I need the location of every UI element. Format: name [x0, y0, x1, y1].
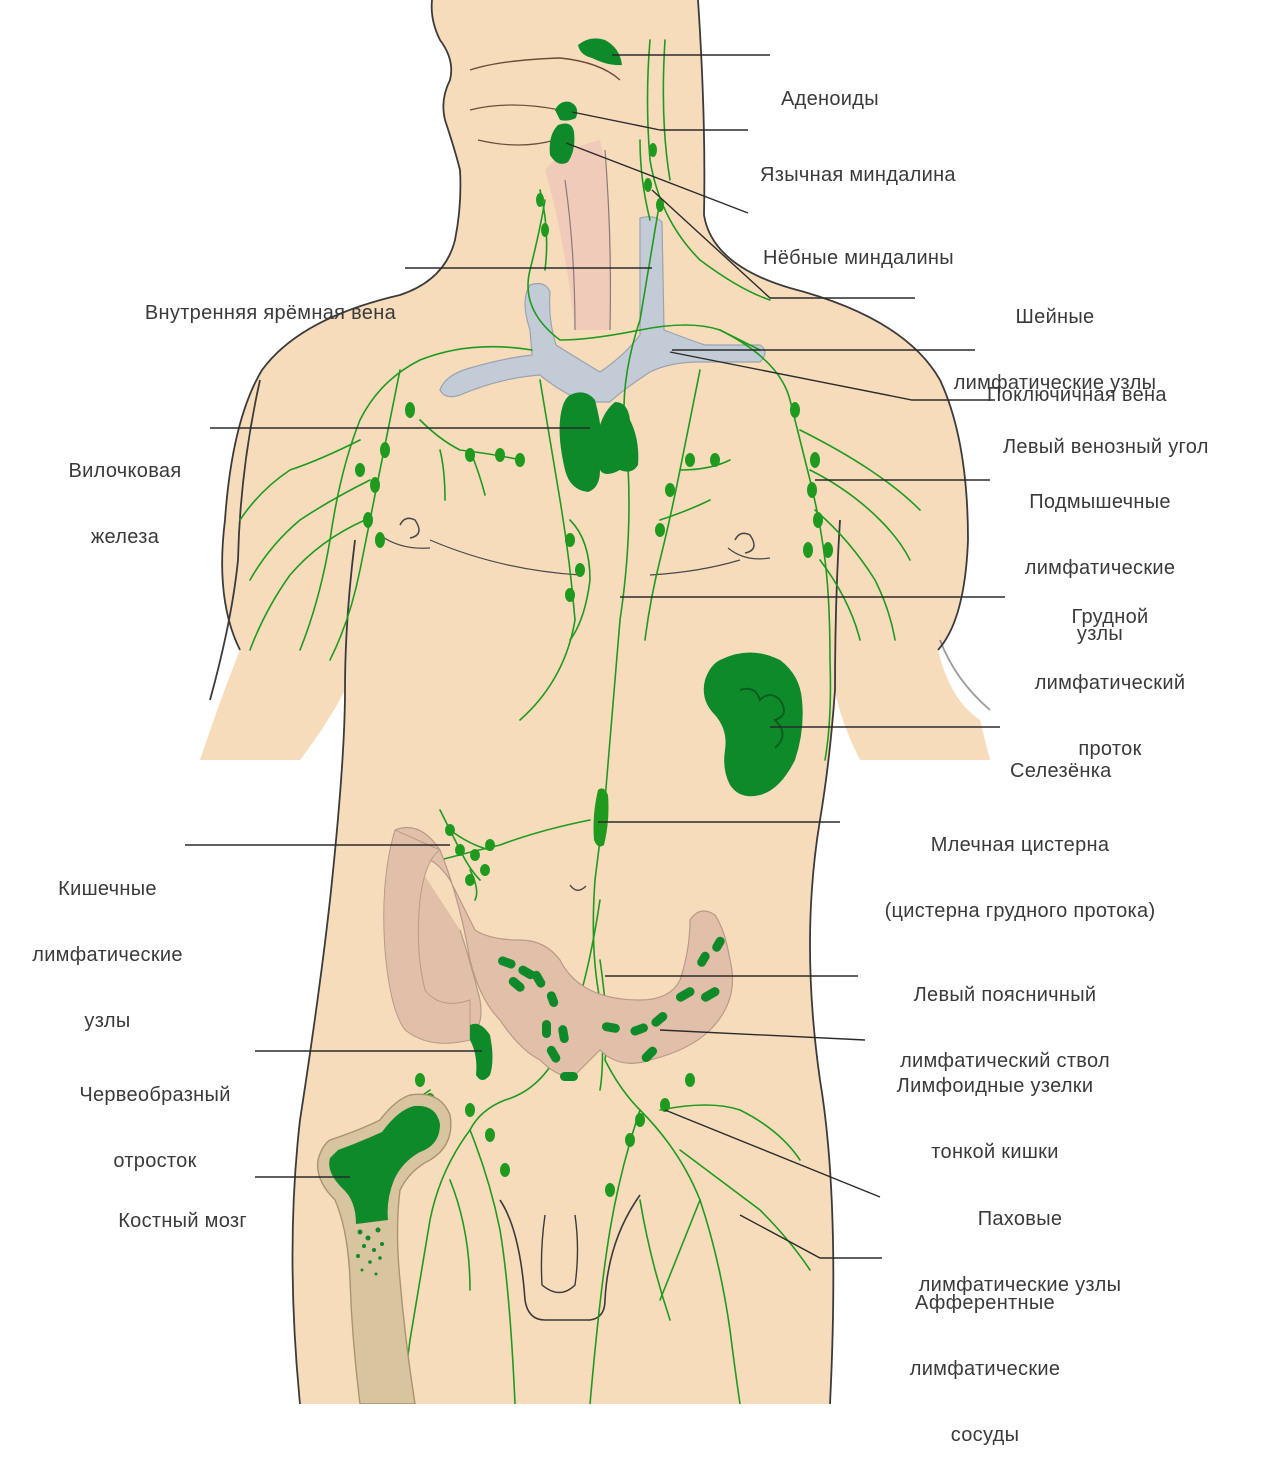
- label-line: Млечная цистерна: [830, 834, 1210, 856]
- label-line: Афферентные: [880, 1292, 1090, 1314]
- label-small-intestine-nodules: Лимфоидные узелки тонкой кишки: [860, 1031, 1130, 1185]
- label-line: лимфатические: [880, 1358, 1090, 1380]
- label-line: узлы: [0, 1010, 215, 1032]
- label-line: Язычная миндалина: [760, 164, 956, 186]
- label-line: Кишечные: [0, 878, 215, 900]
- label-lingual-tonsil: Язычная миндалина: [760, 120, 956, 208]
- label-internal-jugular-vein: Внутренняя ярёмная вена: [145, 258, 396, 346]
- label-bone-marrow: Костный мозг: [118, 1166, 247, 1254]
- label-line: Костный мозг: [118, 1210, 247, 1232]
- label-line: Подмышечные: [990, 491, 1210, 513]
- label-afferent-vessels: Афферентные лимфатические сосуды: [880, 1248, 1090, 1468]
- label-line: Вилочковая: [45, 460, 205, 482]
- label-thymus: Вилочковая железа: [45, 416, 205, 570]
- label-line: Аденоиды: [781, 88, 879, 110]
- label-line: Шейные: [920, 306, 1190, 328]
- label-line: Червеобразный: [40, 1084, 270, 1106]
- label-line: Лимфоидные узелки: [860, 1075, 1130, 1097]
- label-line: Селезёнка: [1010, 760, 1112, 782]
- label-adenoids: Аденоиды: [781, 44, 879, 132]
- label-line: Внутренняя ярёмная вена: [145, 302, 396, 324]
- label-line: (цистерна грудного протока): [830, 900, 1210, 922]
- label-line: лимфатический: [1005, 672, 1215, 694]
- label-line: лимфатические: [0, 944, 215, 966]
- label-line: сосуды: [880, 1424, 1090, 1446]
- label-cisterna-chyli: Млечная цистерна (цистерна грудного прот…: [830, 790, 1210, 944]
- label-line: Грудной: [1005, 606, 1215, 628]
- label-intestinal-nodes: Кишечные лимфатические узлы: [0, 834, 215, 1054]
- label-line: железа: [45, 526, 205, 548]
- label-line: тонкой кишки: [860, 1141, 1130, 1163]
- label-line: Паховые: [875, 1208, 1165, 1230]
- label-line: Левый поясничный: [855, 984, 1155, 1006]
